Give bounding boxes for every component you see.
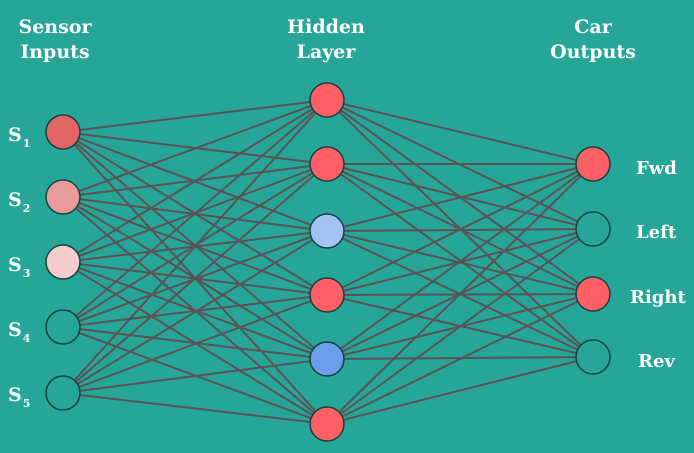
hidden-output-edge bbox=[326, 163, 594, 425]
sensor-node-4 bbox=[45, 309, 81, 345]
input-hidden-edge bbox=[62, 163, 328, 394]
input-hidden-edge bbox=[62, 358, 328, 394]
input-hidden-edge bbox=[62, 99, 328, 328]
hidden-layer-header: Hidden Layer bbox=[276, 15, 376, 65]
connections bbox=[62, 99, 594, 425]
sensor-node-1 bbox=[45, 114, 81, 150]
sensor-label-2: S2 bbox=[8, 189, 30, 215]
sensor-label-1: S1 bbox=[8, 124, 30, 150]
output-label-left: Left bbox=[636, 222, 677, 243]
hidden-node-4 bbox=[309, 277, 345, 313]
hidden-node-6 bbox=[309, 406, 345, 442]
hidden-node-1 bbox=[309, 82, 345, 118]
input-hidden-edge bbox=[62, 294, 328, 394]
hidden-output-edge bbox=[326, 228, 594, 425]
header-line: Car bbox=[574, 16, 612, 38]
sensor-letter: S bbox=[8, 124, 22, 146]
sensor-subscript: 4 bbox=[22, 332, 31, 345]
input-hidden-edge bbox=[62, 99, 328, 394]
sensor-letter: S bbox=[8, 189, 22, 211]
sensor-subscript: 1 bbox=[22, 137, 31, 150]
header-line: Hidden bbox=[287, 16, 365, 38]
sensor-inputs-header: Sensor Inputs bbox=[5, 15, 105, 65]
hidden-node-5 bbox=[309, 341, 345, 377]
sensor-node-3 bbox=[45, 244, 81, 280]
hidden-output-edge bbox=[326, 163, 594, 296]
output-node-right bbox=[575, 276, 611, 312]
car-outputs-header: Car Outputs bbox=[543, 15, 643, 65]
output-node-rev bbox=[575, 339, 611, 375]
hidden-output-edge bbox=[326, 99, 594, 165]
sensor-node-5 bbox=[45, 375, 81, 411]
output-label-rev: Rev bbox=[638, 351, 675, 372]
input-hidden-edge bbox=[62, 99, 328, 133]
sensor-letter: S bbox=[8, 384, 22, 406]
hidden-output-edge bbox=[326, 163, 594, 360]
neurons bbox=[45, 82, 611, 442]
hidden-output-edge bbox=[326, 293, 594, 425]
hidden-output-edge bbox=[326, 356, 594, 425]
sensor-label-5: S5 bbox=[8, 384, 30, 410]
input-hidden-edge bbox=[62, 392, 328, 425]
header-line: Outputs bbox=[550, 41, 636, 63]
header-line: Inputs bbox=[20, 41, 90, 63]
header-line: Sensor bbox=[18, 16, 92, 38]
hidden-node-2 bbox=[309, 146, 345, 182]
output-label-right: Right bbox=[630, 287, 686, 308]
hidden-output-edge bbox=[326, 163, 594, 232]
sensor-label-4: S4 bbox=[8, 319, 30, 345]
sensor-letter: S bbox=[8, 319, 22, 341]
output-node-fwd bbox=[575, 146, 611, 182]
sensor-subscript: 3 bbox=[22, 267, 31, 280]
input-hidden-edge bbox=[62, 99, 328, 263]
header-line: Layer bbox=[296, 41, 356, 63]
sensor-letter: S bbox=[8, 254, 22, 276]
input-hidden-edge bbox=[62, 230, 328, 394]
hidden-node-3 bbox=[309, 213, 345, 249]
output-node-left bbox=[575, 211, 611, 247]
output-label-fwd: Fwd bbox=[636, 158, 677, 179]
sensor-subscript: 5 bbox=[22, 397, 31, 410]
input-hidden-edge bbox=[62, 99, 328, 198]
sensor-subscript: 2 bbox=[22, 202, 31, 215]
sensor-label-3: S3 bbox=[8, 254, 30, 280]
sensor-node-2 bbox=[45, 179, 81, 215]
